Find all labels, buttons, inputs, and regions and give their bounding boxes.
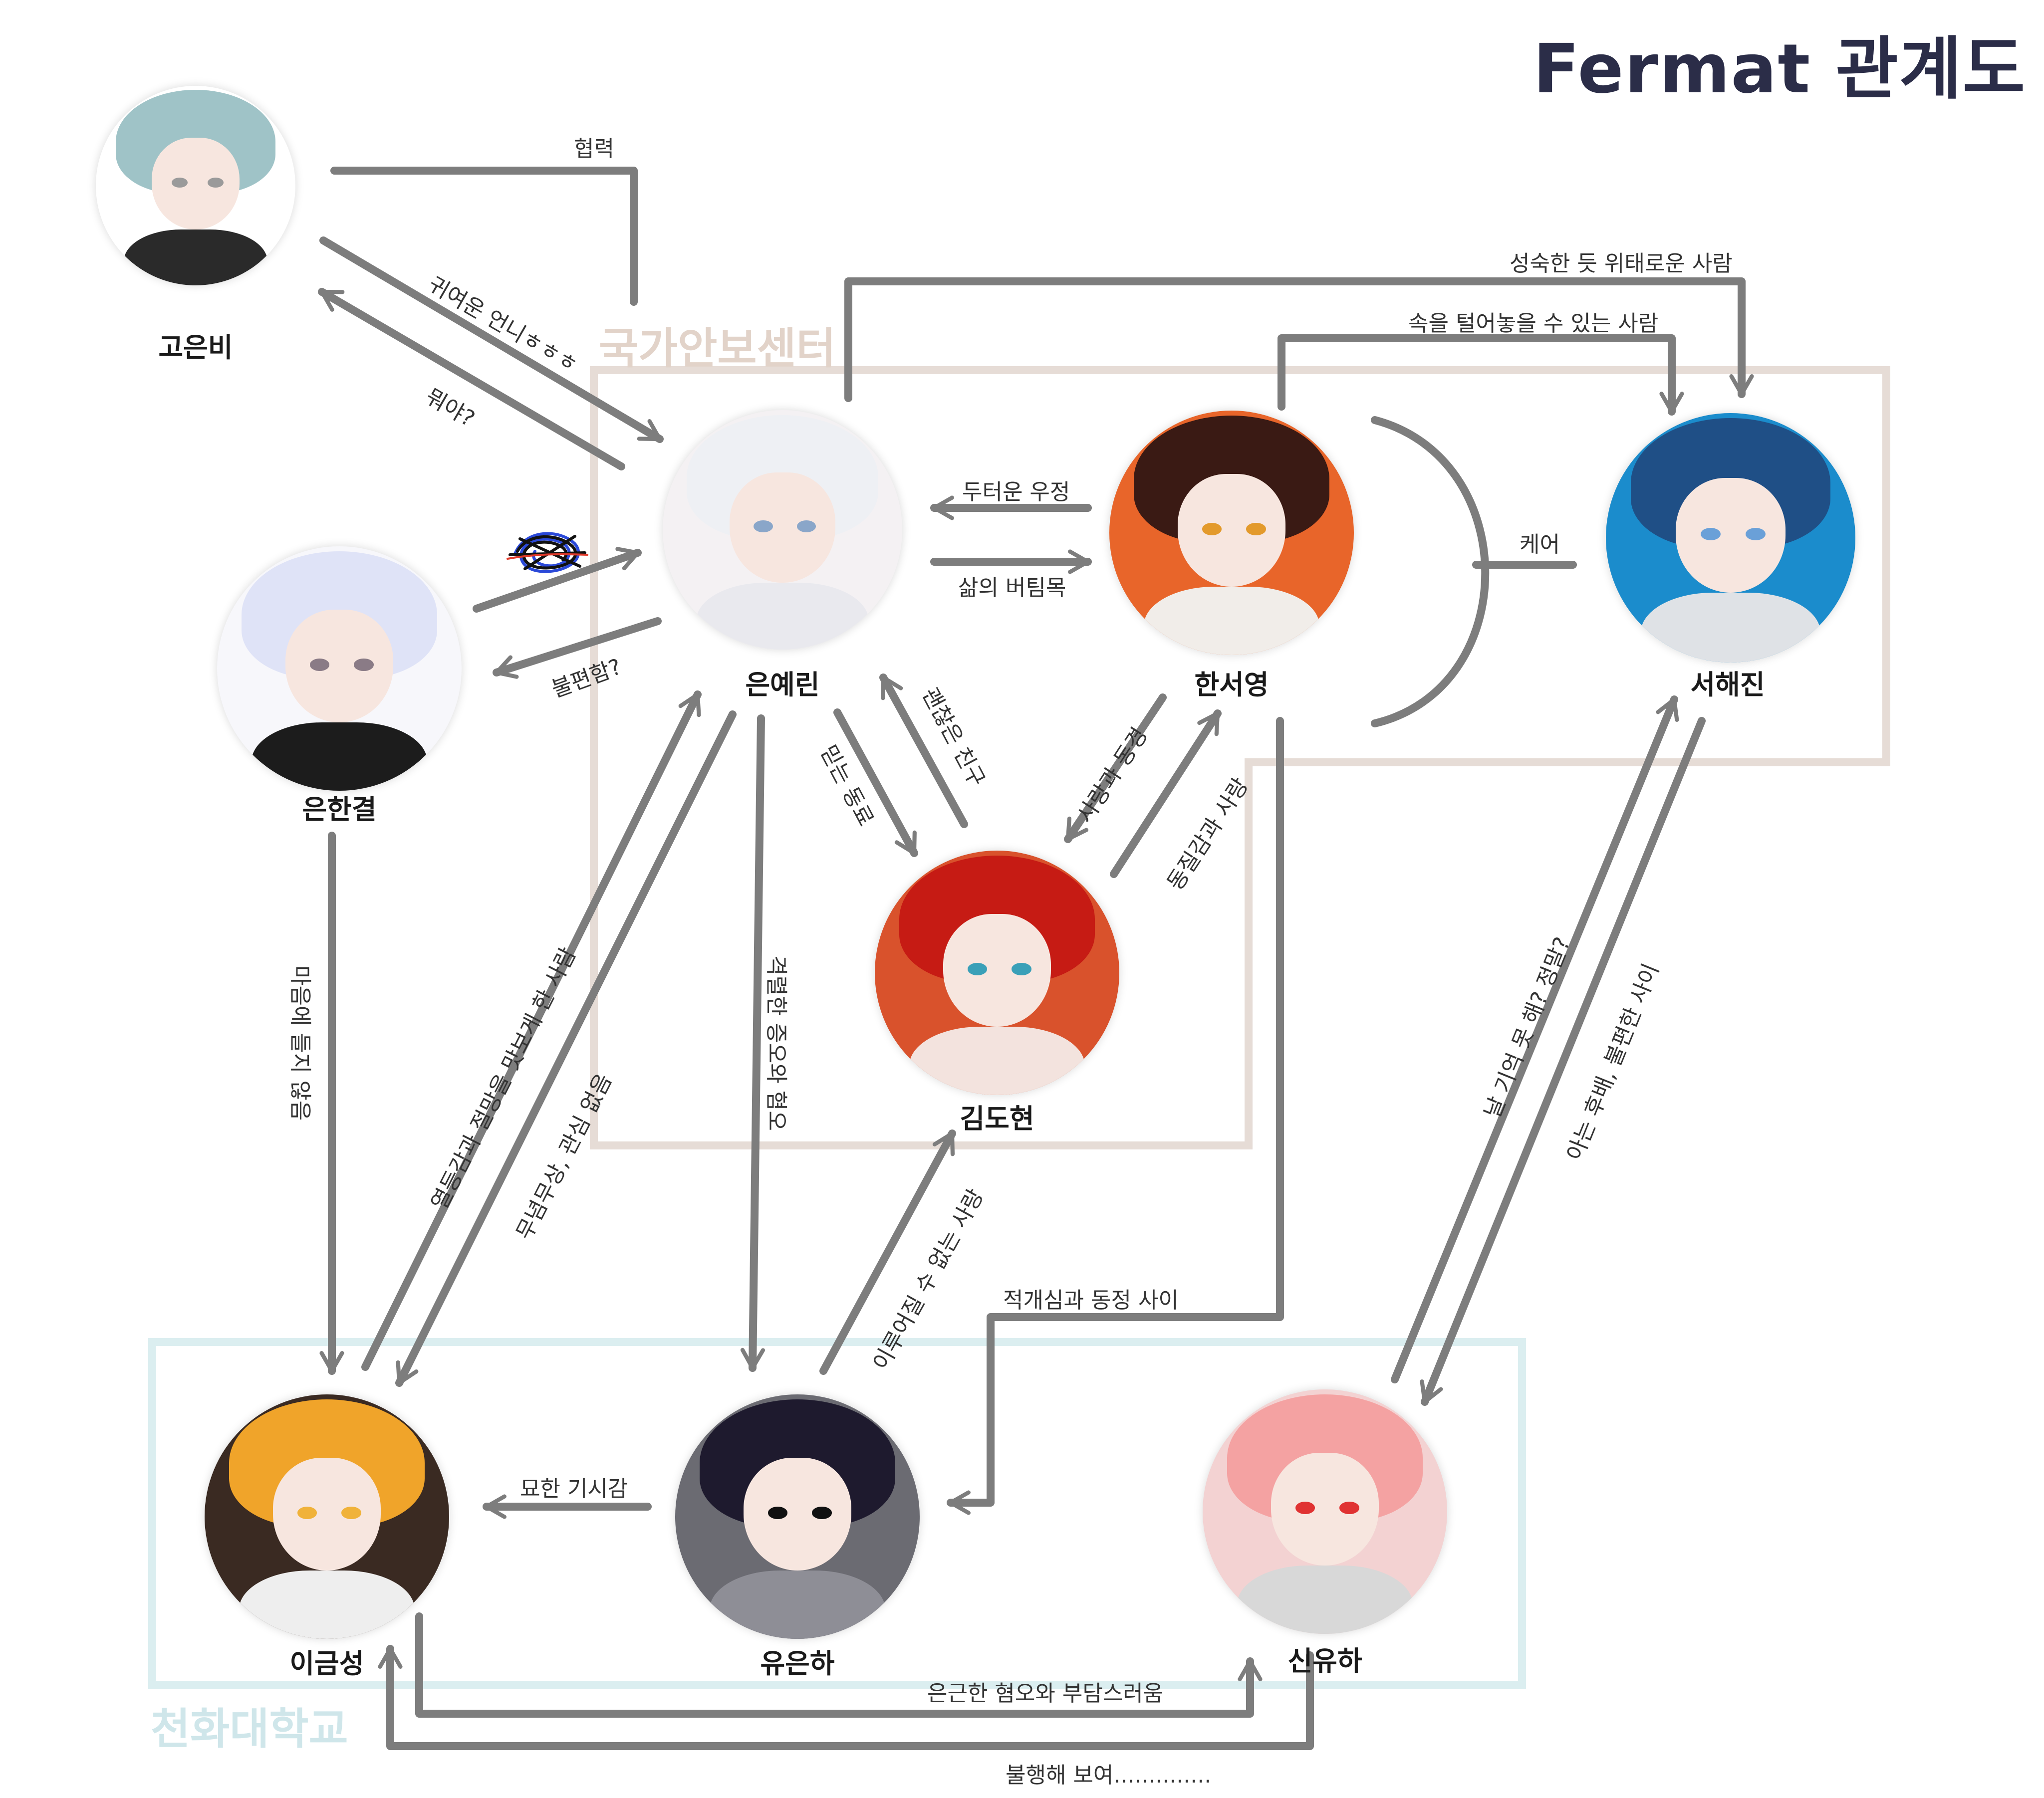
edge-hanseoyoung-to-yueunha [947, 717, 1284, 1515]
label-hanseoyoung-to-eunyerin: 두터운 우정 [962, 479, 1070, 505]
edge-hanseoyoung-to-kimdohyun [1064, 693, 1167, 843]
label-eunyerin-to-seohaejin: 성숙한 듯 위태로운 사람 [1510, 251, 1733, 276]
edge-goeunbi-eunyerin-coop [330, 167, 638, 306]
avatar-yueunha[interactable] [675, 1394, 920, 1639]
name-goeunbi: 고은비 [158, 332, 233, 363]
avatar-eunyerin[interactable] [663, 410, 902, 650]
avatar-kimdohyun[interactable] [875, 851, 1119, 1095]
edge-kimdohyun-to-hanseoyoung [1110, 709, 1222, 878]
name-eunyerin: 은예린 [745, 669, 820, 700]
edge-eunyerin-to-kimdohyun [833, 708, 918, 857]
avatar-hanseoyoung[interactable] [1109, 411, 1354, 655]
edge-eunhangyeol-to-eunyerin [473, 547, 642, 613]
avatar-eunhangyeol[interactable] [217, 546, 462, 791]
label-yueunha-to-leegeumseong: 묘한 기시감 [520, 1476, 628, 1502]
label-care: 케어 [1520, 532, 1560, 557]
avatar-goeunbi[interactable] [96, 86, 295, 285]
edge-care-bracket [1371, 416, 1490, 727]
label-eunyerin-to-hanseoyoung: 삶의 버팀목 [958, 575, 1066, 601]
nis-group-label: 국가안보센터 [599, 324, 836, 374]
name-yueunha: 유은하 [760, 1648, 835, 1679]
name-hanseoyoung: 한서영 [1194, 669, 1269, 700]
avatar-shinyuha[interactable] [1203, 1389, 1447, 1634]
name-eunhangyeol: 은한결 [302, 794, 377, 825]
edge-leegeumseong-to-eunyerin [361, 690, 702, 1371]
label-leegeumseong-to-shinyuha: 은근한 혐오와 부담스러움 [927, 1681, 1164, 1706]
edge-seohaejin-to-shinyuha [1420, 717, 1706, 1406]
edge-shinyuha-to-leegeumseong [378, 1645, 1314, 1750]
name-shinyuha: 신유하 [1287, 1645, 1362, 1677]
page-title: Fermat 관계도 [1533, 30, 2026, 109]
edge-yueunha-to-kimdohyun [819, 1129, 956, 1375]
edge-eunyerin-to-leegeumseong [395, 710, 737, 1387]
name-seohaejin: 서해진 [1690, 669, 1765, 700]
name-leegeumseong: 이금성 [289, 1648, 364, 1679]
edge-shinyuha-to-seohaejin [1391, 695, 1679, 1383]
label-hanseoyoung-to-seohaejin: 속을 털어놓을 수 있는 사람 [1408, 311, 1659, 336]
edge-kimdohyun-to-eunyerin [879, 674, 968, 828]
edge-eunyerin-to-seohaejin [844, 277, 1754, 402]
scribbled-label [507, 532, 588, 573]
edge-eunyerin-to-yueunha [740, 714, 766, 1372]
label-hanseoyoung-to-yueunha: 적개심과 동정 사이 [1003, 1288, 1179, 1313]
edge-leegeumseong-to-shinyuha [415, 1612, 1263, 1718]
univ-group-label: 천화대학교 [151, 1704, 348, 1754]
avatar-leegeumseong[interactable] [205, 1394, 449, 1639]
edge-eunyerin-to-eunhangyeol [493, 617, 662, 679]
label-goeunbi-eunyerin-coop: 협력 [574, 136, 614, 162]
label-eunhangyeol-to-leegeumseong: 마음에 들지 않음 [287, 965, 313, 1121]
label-eunyerin-to-yueunha: 격렬한 증오와 혐오 [764, 955, 789, 1131]
edge-hanseoyoung-to-seohaejin [1278, 334, 1684, 416]
avatar-seohaejin[interactable] [1606, 413, 1855, 663]
name-kimdohyun: 김도현 [960, 1103, 1034, 1134]
edge-eunyerin-to-goeunbi [318, 288, 625, 470]
nis-group-box [590, 366, 1890, 1149]
label-shinyuha-to-leegeumseong: 불행해 보여.............. [1006, 1763, 1212, 1788]
edge-goeunbi-to-eunyerin [319, 236, 664, 443]
